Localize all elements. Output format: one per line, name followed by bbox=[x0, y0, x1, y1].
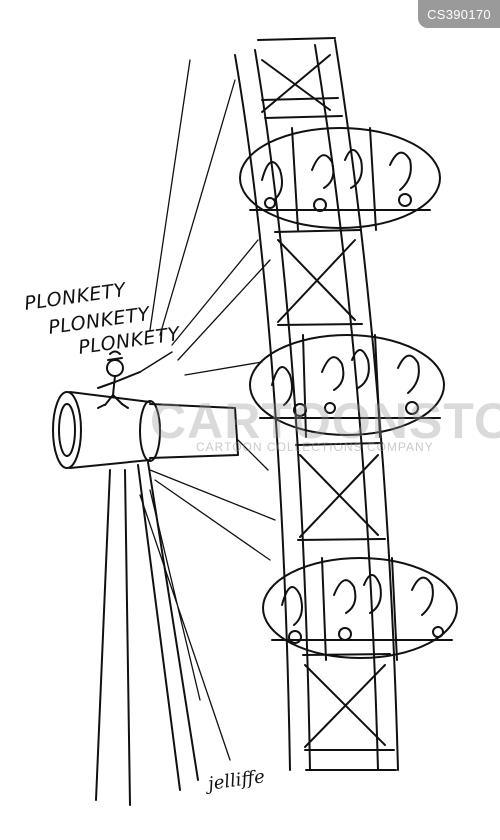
musician-figure bbox=[97, 350, 173, 409]
wheel-frame bbox=[234, 37, 399, 771]
watermark-sub: CARTOON COLLECTIONS COMPANY bbox=[196, 440, 434, 454]
capsule-middle bbox=[249, 334, 445, 438]
wheel-hub bbox=[52, 391, 239, 469]
capsule-top bbox=[239, 127, 441, 231]
image-id-badge: CS390170 bbox=[418, 0, 500, 28]
capsule-bottom bbox=[262, 557, 458, 661]
watermark-main: CARTOONSTOCK bbox=[150, 393, 500, 449]
support-legs bbox=[95, 461, 199, 806]
